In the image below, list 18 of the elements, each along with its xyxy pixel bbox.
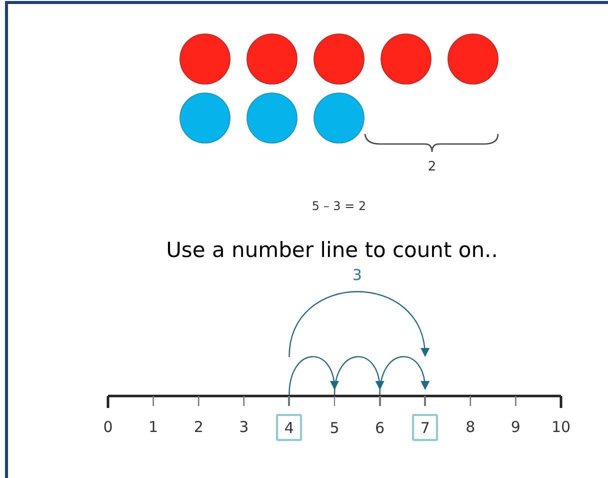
tick-number: 8 bbox=[466, 418, 476, 436]
tick-number: 3 bbox=[239, 418, 249, 436]
tick-number: 6 bbox=[374, 418, 386, 438]
jump-arrow bbox=[288, 356, 338, 396]
brace-label: 2 bbox=[428, 158, 436, 176]
tick-number: 9 bbox=[510, 418, 520, 436]
tick-number: 10 bbox=[551, 418, 571, 436]
tick-number: 1 bbox=[148, 418, 158, 436]
jump-arrow bbox=[288, 291, 428, 358]
tick-number: 5 bbox=[328, 418, 340, 438]
tick-number: 2 bbox=[194, 418, 204, 436]
number-box: 7 bbox=[412, 414, 438, 441]
title: Use a number line to count on.. bbox=[165, 237, 499, 263]
equation-text: 5 – 3 = 2 bbox=[312, 198, 366, 215]
number-box: 4 bbox=[276, 414, 302, 441]
jump-arrow bbox=[379, 356, 429, 396]
tick-number: 0 bbox=[103, 418, 113, 436]
jump-arrow bbox=[334, 356, 384, 396]
